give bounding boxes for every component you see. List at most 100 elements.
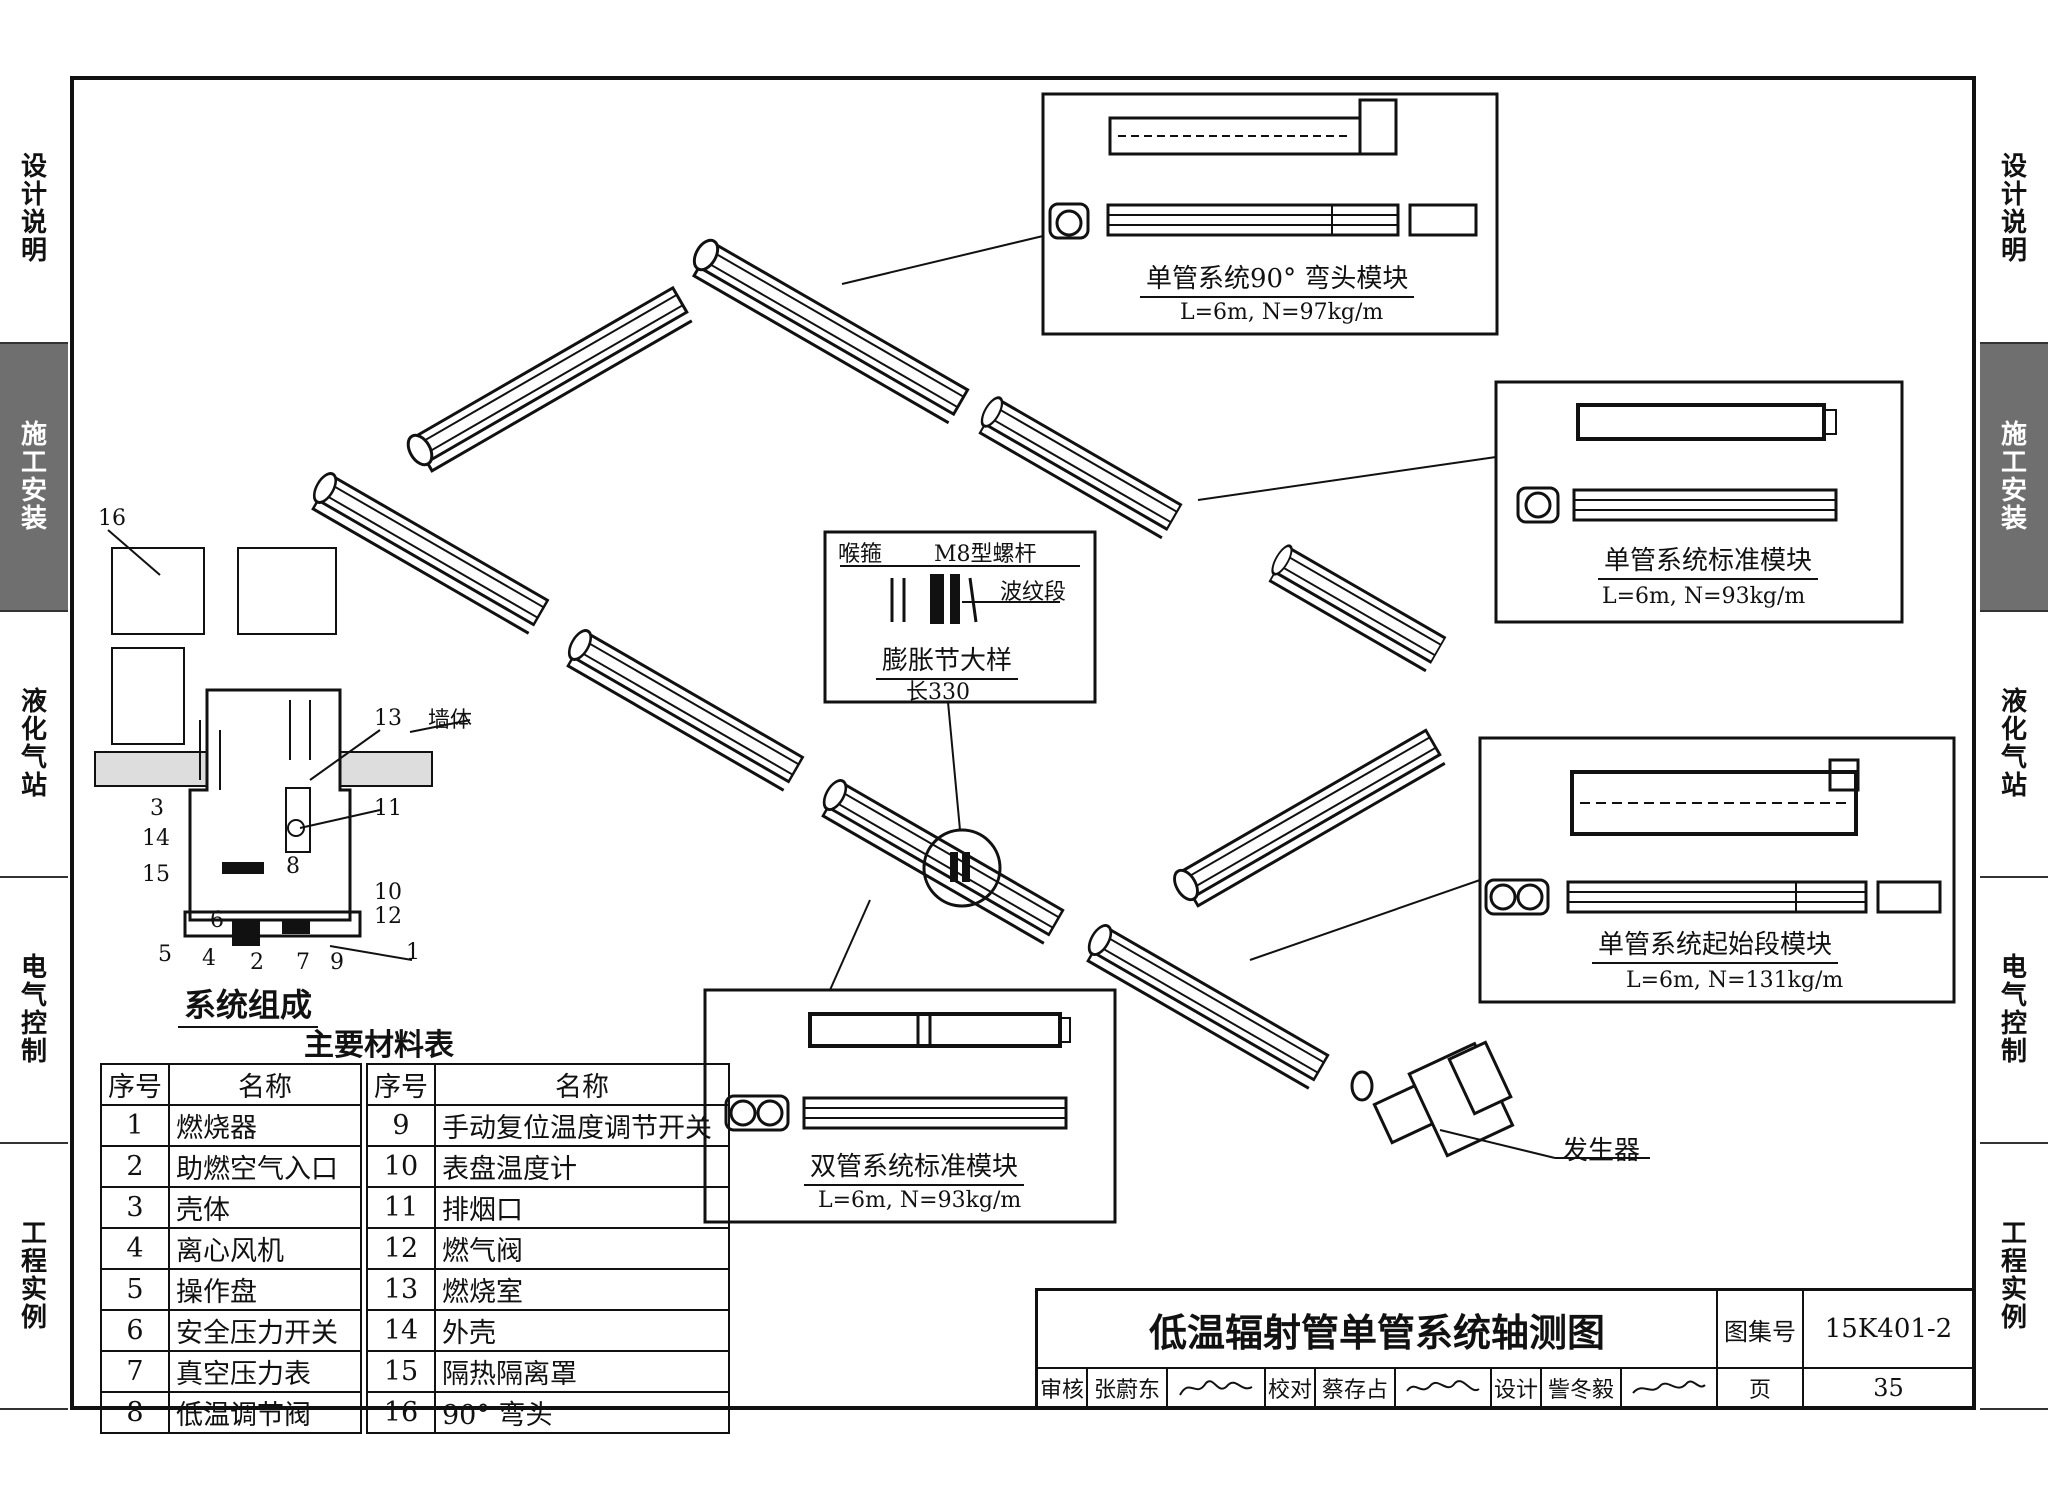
expansion-joint-detail-box [823, 530, 1097, 704]
check-label: 校对 [1266, 1369, 1316, 1407]
module-double-box [703, 988, 1117, 1224]
side-tab-lpg[interactable]: 液化气站 [0, 612, 68, 878]
module-elbow-spec: L=6m, N=97kg/m [1180, 300, 1384, 325]
expansion-title: 膨胀节大样 [876, 640, 1019, 680]
generator-label: 发生器 [1562, 1136, 1641, 1166]
module-start-title: 单管系统起始段模块 [1592, 924, 1839, 964]
side-tab-electric[interactable]: 电气控制 [0, 878, 68, 1144]
callout-6: 6 [210, 908, 224, 933]
module-elbow-box [1041, 92, 1499, 336]
side-tab-label: 工程实例 [2000, 1218, 2027, 1334]
callout-16: 16 [98, 506, 126, 531]
callout-7: 7 [296, 950, 310, 975]
wall-label: 墙体 [428, 708, 473, 733]
callout-15: 15 [142, 862, 170, 887]
designer-signature [1622, 1369, 1718, 1407]
expansion-bolt-label: M8型螺杆 [934, 542, 1037, 567]
header-no: 序号 [100, 1063, 170, 1106]
side-tab-install[interactable]: 施工安装 [0, 344, 68, 612]
expansion-joint-circle [922, 828, 1002, 908]
reviewer-signature [1168, 1369, 1266, 1407]
system-title: 系统组成 [178, 980, 319, 1028]
materials-title: 主要材料表 [304, 1028, 454, 1063]
checker-signature [1396, 1369, 1492, 1407]
page-number: 35 [1873, 1374, 1904, 1402]
expansion-corrugated-label: 波纹段 [1000, 580, 1067, 605]
callout-5: 5 [158, 942, 172, 967]
module-start-box [1478, 736, 1956, 1004]
drawing-frame [70, 76, 1976, 1410]
side-tab-label: 施工安装 [20, 419, 47, 535]
table-header-row: 序号 名称 序号 名称 [100, 1063, 730, 1106]
review-label: 审核 [1038, 1369, 1088, 1407]
side-tab-cases-right[interactable]: 工程实例 [1980, 1144, 2048, 1410]
pipe-segment [1079, 920, 1331, 1090]
header-name: 名称 [168, 1063, 362, 1106]
callout-3: 3 [150, 796, 164, 821]
module-elbow-title: 单管系统90° 弯头模块 [1140, 258, 1415, 298]
side-tab-label: 工程实例 [20, 1218, 47, 1334]
expansion-length: 长330 [906, 680, 970, 705]
side-tab-label: 设计说明 [20, 151, 47, 267]
side-tab-lpg-right[interactable]: 液化气站 [1980, 612, 2048, 878]
reviewer-name: 张蔚东 [1088, 1369, 1168, 1407]
pipe-segment [304, 468, 551, 635]
atlas-label: 图集号 [1718, 1291, 1804, 1369]
header-name: 名称 [434, 1063, 730, 1106]
module-double-spec: L=6m, N=93kg/m [818, 1188, 1022, 1213]
page-label: 页 [1718, 1369, 1804, 1407]
side-tab-label: 电气控制 [2000, 952, 2027, 1068]
module-standard-box [1494, 380, 1904, 624]
side-tab-label: 电气控制 [20, 952, 47, 1068]
module-standard-title: 单管系统标准模块 [1598, 540, 1819, 580]
callout-8: 8 [286, 854, 300, 879]
design-label: 设计 [1492, 1369, 1542, 1407]
generator [1350, 1040, 1515, 1158]
drawing-title: 低温辐射管单管系统轴测图 [1038, 1291, 1718, 1369]
side-tab-label: 施工安装 [2000, 419, 2027, 535]
pipe-segment [401, 284, 694, 478]
module-standard-spec: L=6m, N=93kg/m [1602, 584, 1806, 609]
callout-10: 10 [374, 880, 402, 905]
designer-name: 訾冬毅 [1542, 1369, 1622, 1407]
callout-4: 4 [202, 946, 216, 971]
callout-2: 2 [250, 950, 264, 975]
callout-13: 13 [374, 706, 402, 731]
module-start-spec: L=6m, N=131kg/m [1626, 968, 1844, 993]
side-tab-cases[interactable]: 工程实例 [0, 1144, 68, 1410]
title-block: 低温辐射管单管系统轴测图 图集号 15K401-2 审核 张蔚东 校对 蔡存占 … [1035, 1288, 1976, 1410]
side-tab-electric-right[interactable]: 电气控制 [1980, 878, 2048, 1144]
side-tab-label: 设计说明 [2000, 151, 2027, 267]
system-composition-sketch [94, 529, 471, 961]
callout-9: 9 [330, 950, 344, 975]
pipe-segment [972, 393, 1184, 540]
pipe-segment [559, 625, 806, 792]
side-tab-label: 液化气站 [2000, 686, 2027, 802]
pipe-segment [1263, 541, 1448, 673]
checker-name: 蔡存占 [1316, 1369, 1396, 1407]
side-tab-label: 液化气站 [20, 686, 47, 802]
header-no: 序号 [366, 1063, 436, 1106]
side-tab-design-right[interactable]: 设计说明 [1980, 76, 2048, 344]
expansion-clamp-label: 喉箍 [838, 542, 883, 567]
pipe-segment [814, 775, 1066, 945]
callout-12: 12 [374, 904, 402, 929]
side-tab-install-right[interactable]: 施工安装 [1980, 344, 2048, 612]
side-tab-design[interactable]: 设计说明 [0, 76, 68, 344]
module-double-title: 双管系统标准模块 [804, 1146, 1025, 1186]
callout-11: 11 [374, 796, 402, 821]
callout-14: 14 [142, 826, 170, 851]
pipe-segment [1168, 727, 1447, 913]
atlas-number: 15K401-2 [1804, 1291, 1973, 1369]
callout-1: 1 [406, 940, 420, 965]
